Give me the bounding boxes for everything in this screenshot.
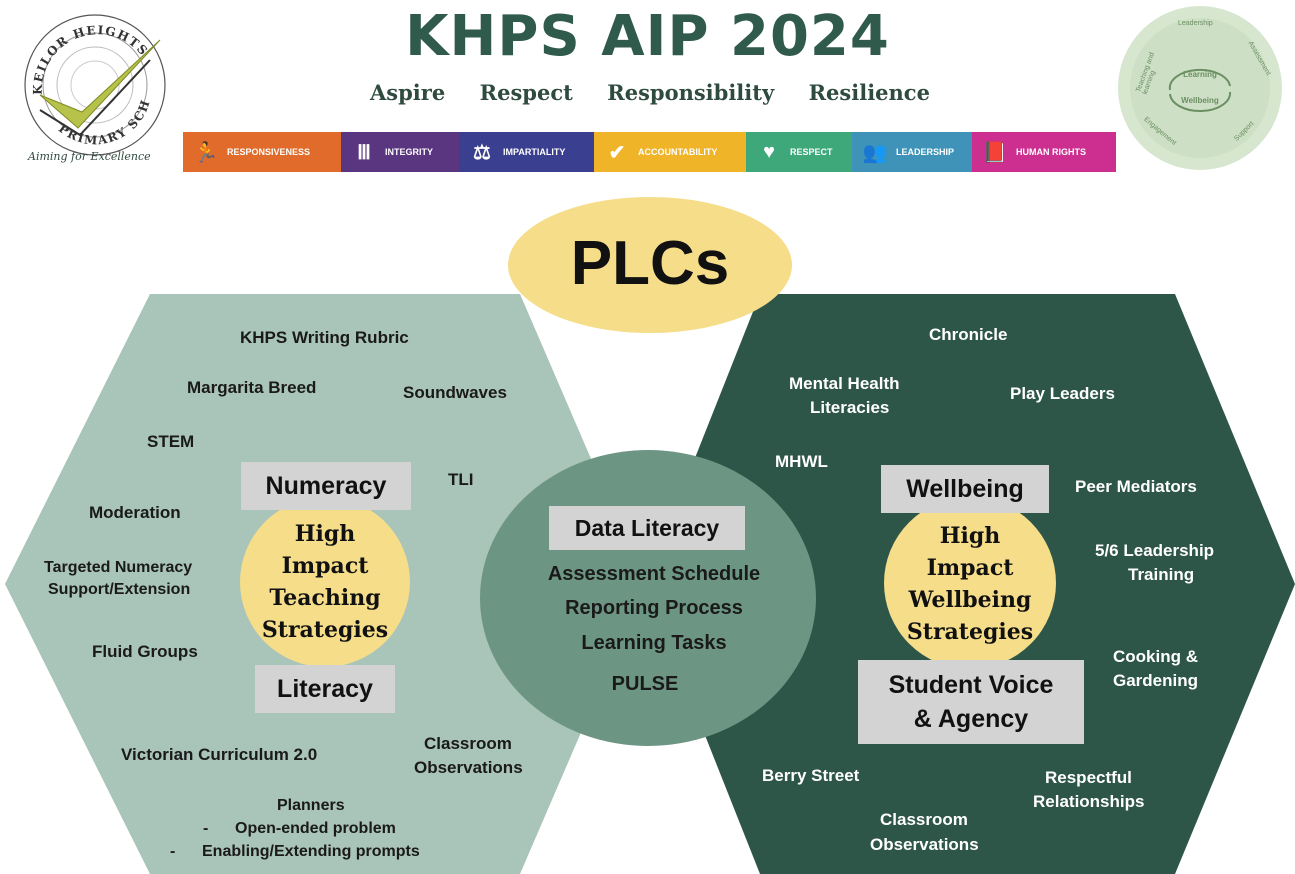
book-icon: 📕 bbox=[982, 141, 1008, 164]
heart-hands-icon: ♥ bbox=[763, 140, 775, 163]
right-cooking-1: Cooking & bbox=[1113, 647, 1198, 666]
hiws-text: High Impact Wellbeing Strategies bbox=[906, 523, 1034, 645]
left-tli: TLI bbox=[448, 470, 474, 489]
right-classroom-2: Observations bbox=[870, 835, 979, 854]
hits-circle bbox=[240, 497, 410, 667]
scales-icon: ⚖ bbox=[473, 141, 491, 164]
left-targeted-1: Targeted Numeracy bbox=[44, 559, 193, 576]
wellbeing-label: Wellbeing bbox=[881, 465, 1049, 513]
pillars-icon: Ⅲ bbox=[357, 141, 371, 164]
value-resilience: Resilience bbox=[808, 80, 930, 105]
plcs-label: PLCs bbox=[570, 229, 730, 298]
right-classroom-1: Classroom bbox=[880, 810, 968, 829]
check-circle-icon: ✔ bbox=[608, 141, 626, 164]
left-classroom-1: Classroom bbox=[424, 734, 512, 753]
left-margarita-breed: Margarita Breed bbox=[187, 378, 317, 397]
page-title: KHPS AIP 2024 bbox=[405, 4, 890, 69]
left-writing-rubric: KHPS Writing Rubric bbox=[240, 328, 409, 347]
cycle-badge-inner bbox=[1130, 18, 1270, 158]
right-play-leaders: Play Leaders bbox=[1010, 384, 1115, 403]
center-assessment-schedule: Assessment Schedule bbox=[547, 563, 761, 585]
data-literacy-label: Data Literacy bbox=[549, 506, 745, 550]
left-vic-curriculum: Victorian Curriculum 2.0 bbox=[121, 745, 318, 764]
literacy-label: Literacy bbox=[255, 665, 395, 713]
right-chronicle: Chronicle bbox=[929, 325, 1008, 344]
public-value-human-rights: 📕HUMAN RIGHTS bbox=[972, 132, 1116, 172]
plcs-oval bbox=[508, 197, 792, 333]
public-value-impartiality: ⚖IMPARTIALITY bbox=[459, 132, 594, 172]
center-reporting-process: Reporting Process bbox=[565, 597, 743, 619]
numeracy-label: Numeracy bbox=[241, 462, 411, 510]
left-stem: STEM bbox=[147, 432, 195, 451]
public-value-respect: ♥RESPECT bbox=[746, 132, 852, 172]
left-planner-item-1: - Open-ended problem bbox=[203, 820, 396, 837]
cycle-arrows-icon bbox=[1168, 68, 1232, 113]
people-icon: 👥 bbox=[862, 141, 888, 164]
student-voice-label: Student Voice & Agency bbox=[858, 660, 1084, 744]
left-moderation: Moderation bbox=[89, 503, 181, 522]
right-cooking-2: Gardening bbox=[1113, 671, 1199, 690]
right-leadership-1: 5/6 Leadership bbox=[1095, 541, 1215, 560]
cycle-ring-leadership: Leadership bbox=[1178, 20, 1213, 27]
public-value-responsiveness: 🏃RESPONSIVENESS bbox=[183, 132, 341, 172]
hiws-circle bbox=[884, 497, 1056, 669]
school-logo bbox=[24, 14, 166, 156]
running-person-icon: 🏃 bbox=[193, 141, 219, 164]
right-respectful-2: Relationships bbox=[1033, 792, 1145, 811]
center-pulse: PULSE bbox=[611, 673, 679, 695]
logo-tagline: Aiming for Excellence bbox=[28, 150, 151, 163]
right-peer-mediators: Peer Mediators bbox=[1075, 477, 1197, 496]
public-value-leadership: 👥LEADERSHIP bbox=[852, 132, 972, 172]
public-value-accountability: ✔ACCOUNTABILITY bbox=[594, 132, 746, 172]
right-leadership-2: Training bbox=[1128, 565, 1195, 584]
right-mental-health-2: Literacies bbox=[810, 398, 890, 417]
school-values: Aspire Respect Responsibility Resilience bbox=[370, 80, 930, 105]
left-fluid-groups: Fluid Groups bbox=[92, 642, 198, 661]
value-respect: Respect bbox=[479, 80, 573, 105]
center-learning-tasks: Learning Tasks bbox=[581, 632, 727, 654]
right-berry-street: Berry Street bbox=[762, 766, 860, 785]
right-respectful-1: Respectful bbox=[1045, 768, 1132, 787]
cycle-wellbeing: Wellbeing bbox=[1181, 96, 1219, 105]
left-planners: Planners bbox=[277, 797, 345, 814]
left-targeted-2: Support/Extension bbox=[48, 581, 191, 598]
left-planner-item-2: - Enabling/Extending prompts bbox=[170, 843, 420, 860]
right-mhwl: MHWL bbox=[775, 452, 828, 471]
value-responsibility: Responsibility bbox=[607, 80, 775, 105]
left-soundwaves: Soundwaves bbox=[403, 383, 507, 402]
right-mental-health-1: Mental Health bbox=[789, 374, 900, 393]
hits-text: High Impact Teaching Strategies bbox=[261, 521, 389, 643]
value-aspire: Aspire bbox=[370, 80, 446, 105]
cycle-learning: Learning bbox=[1183, 70, 1217, 79]
left-classroom-2: Observations bbox=[414, 758, 523, 777]
